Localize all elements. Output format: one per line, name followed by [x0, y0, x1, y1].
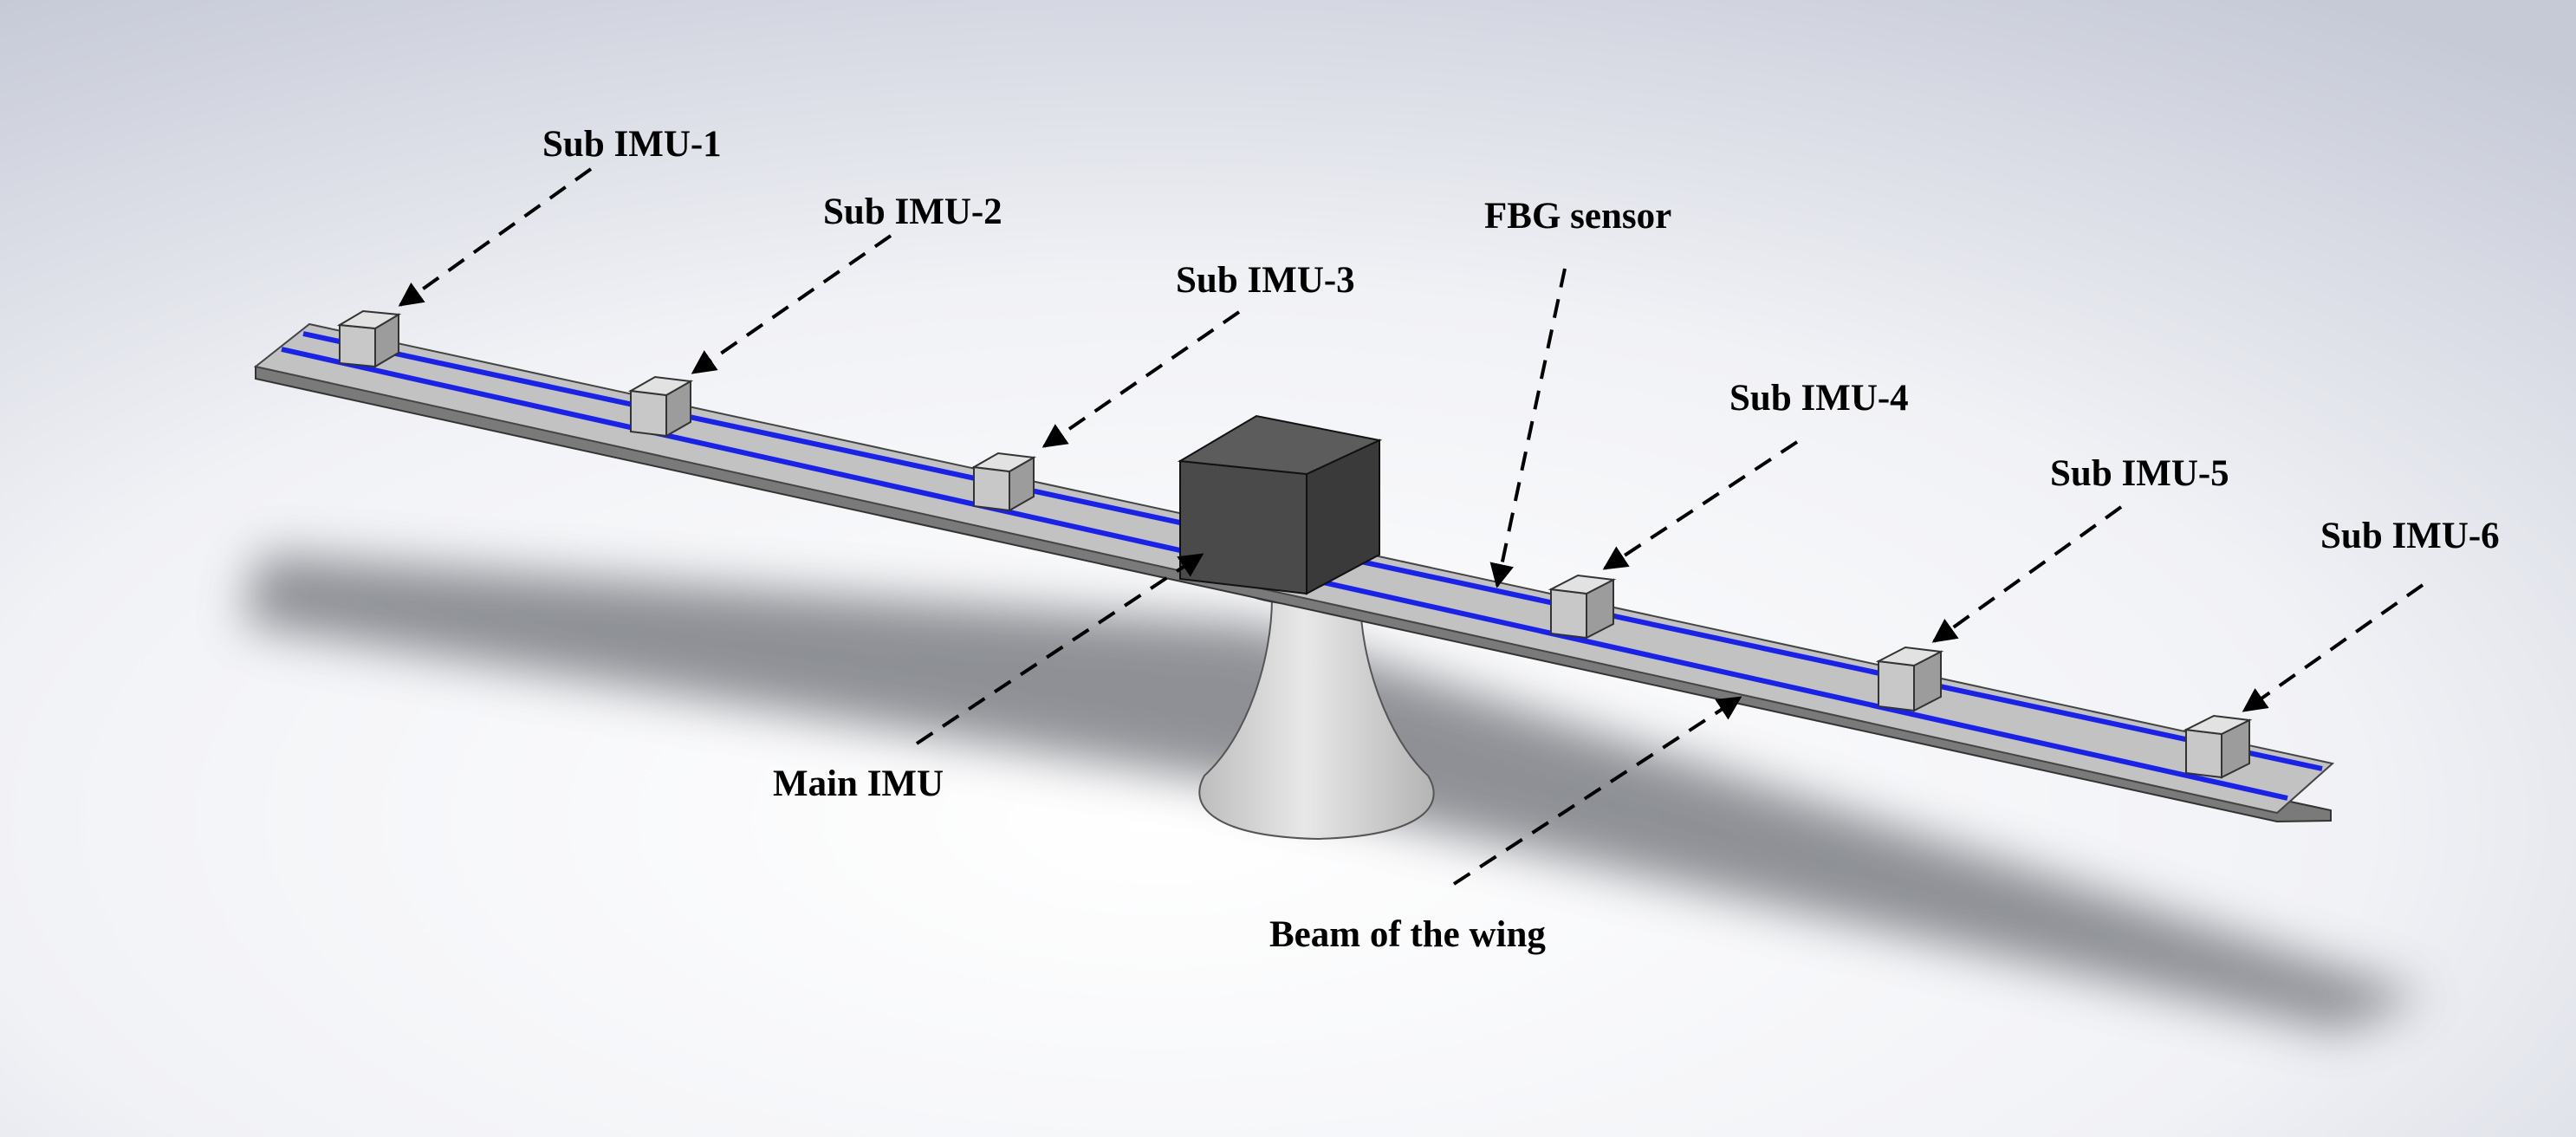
leader-sub-imu-5	[1931, 505, 2123, 643]
leader-beam	[1452, 696, 1742, 886]
leader-lines	[398, 167, 2424, 886]
leader-sub-imu-4	[1602, 440, 1799, 570]
leader-sub-imu-3	[1041, 310, 1241, 448]
sub-imu-5-box	[1875, 646, 1944, 712]
main-imu-box	[1177, 414, 1383, 595]
sub-imu-1-box	[336, 309, 402, 368]
label-sub-imu-5: Sub IMU-5	[2050, 453, 2229, 494]
sub-imu-4-box	[1548, 574, 1617, 640]
leader-fbg-sensor	[1489, 268, 1567, 588]
sub-imu-3-box	[970, 452, 1037, 512]
label-sub-imu-6: Sub IMU-6	[2320, 516, 2500, 556]
label-sub-imu-1: Sub IMU-1	[542, 124, 722, 165]
leader-sub-imu-1	[398, 167, 593, 307]
label-beam: Beam of the wing	[1269, 914, 1546, 955]
label-fbg-sensor: FBG sensor	[1484, 196, 1671, 237]
leader-sub-imu-6	[2242, 583, 2424, 712]
label-sub-imu-2: Sub IMU-2	[823, 192, 1002, 232]
leader-main-imu	[915, 553, 1204, 745]
sub-imu-6-box	[2183, 714, 2253, 779]
label-main-imu: Main IMU	[773, 763, 944, 804]
callout-labels: Sub IMU-1 Sub IMU-2 Sub IMU-3 FBG sensor…	[542, 124, 2500, 955]
sub-imu-2-box	[627, 375, 694, 438]
leader-sub-imu-2	[691, 234, 892, 374]
label-sub-imu-3: Sub IMU-3	[1176, 260, 1355, 301]
label-sub-imu-4: Sub IMU-4	[1729, 378, 1909, 419]
